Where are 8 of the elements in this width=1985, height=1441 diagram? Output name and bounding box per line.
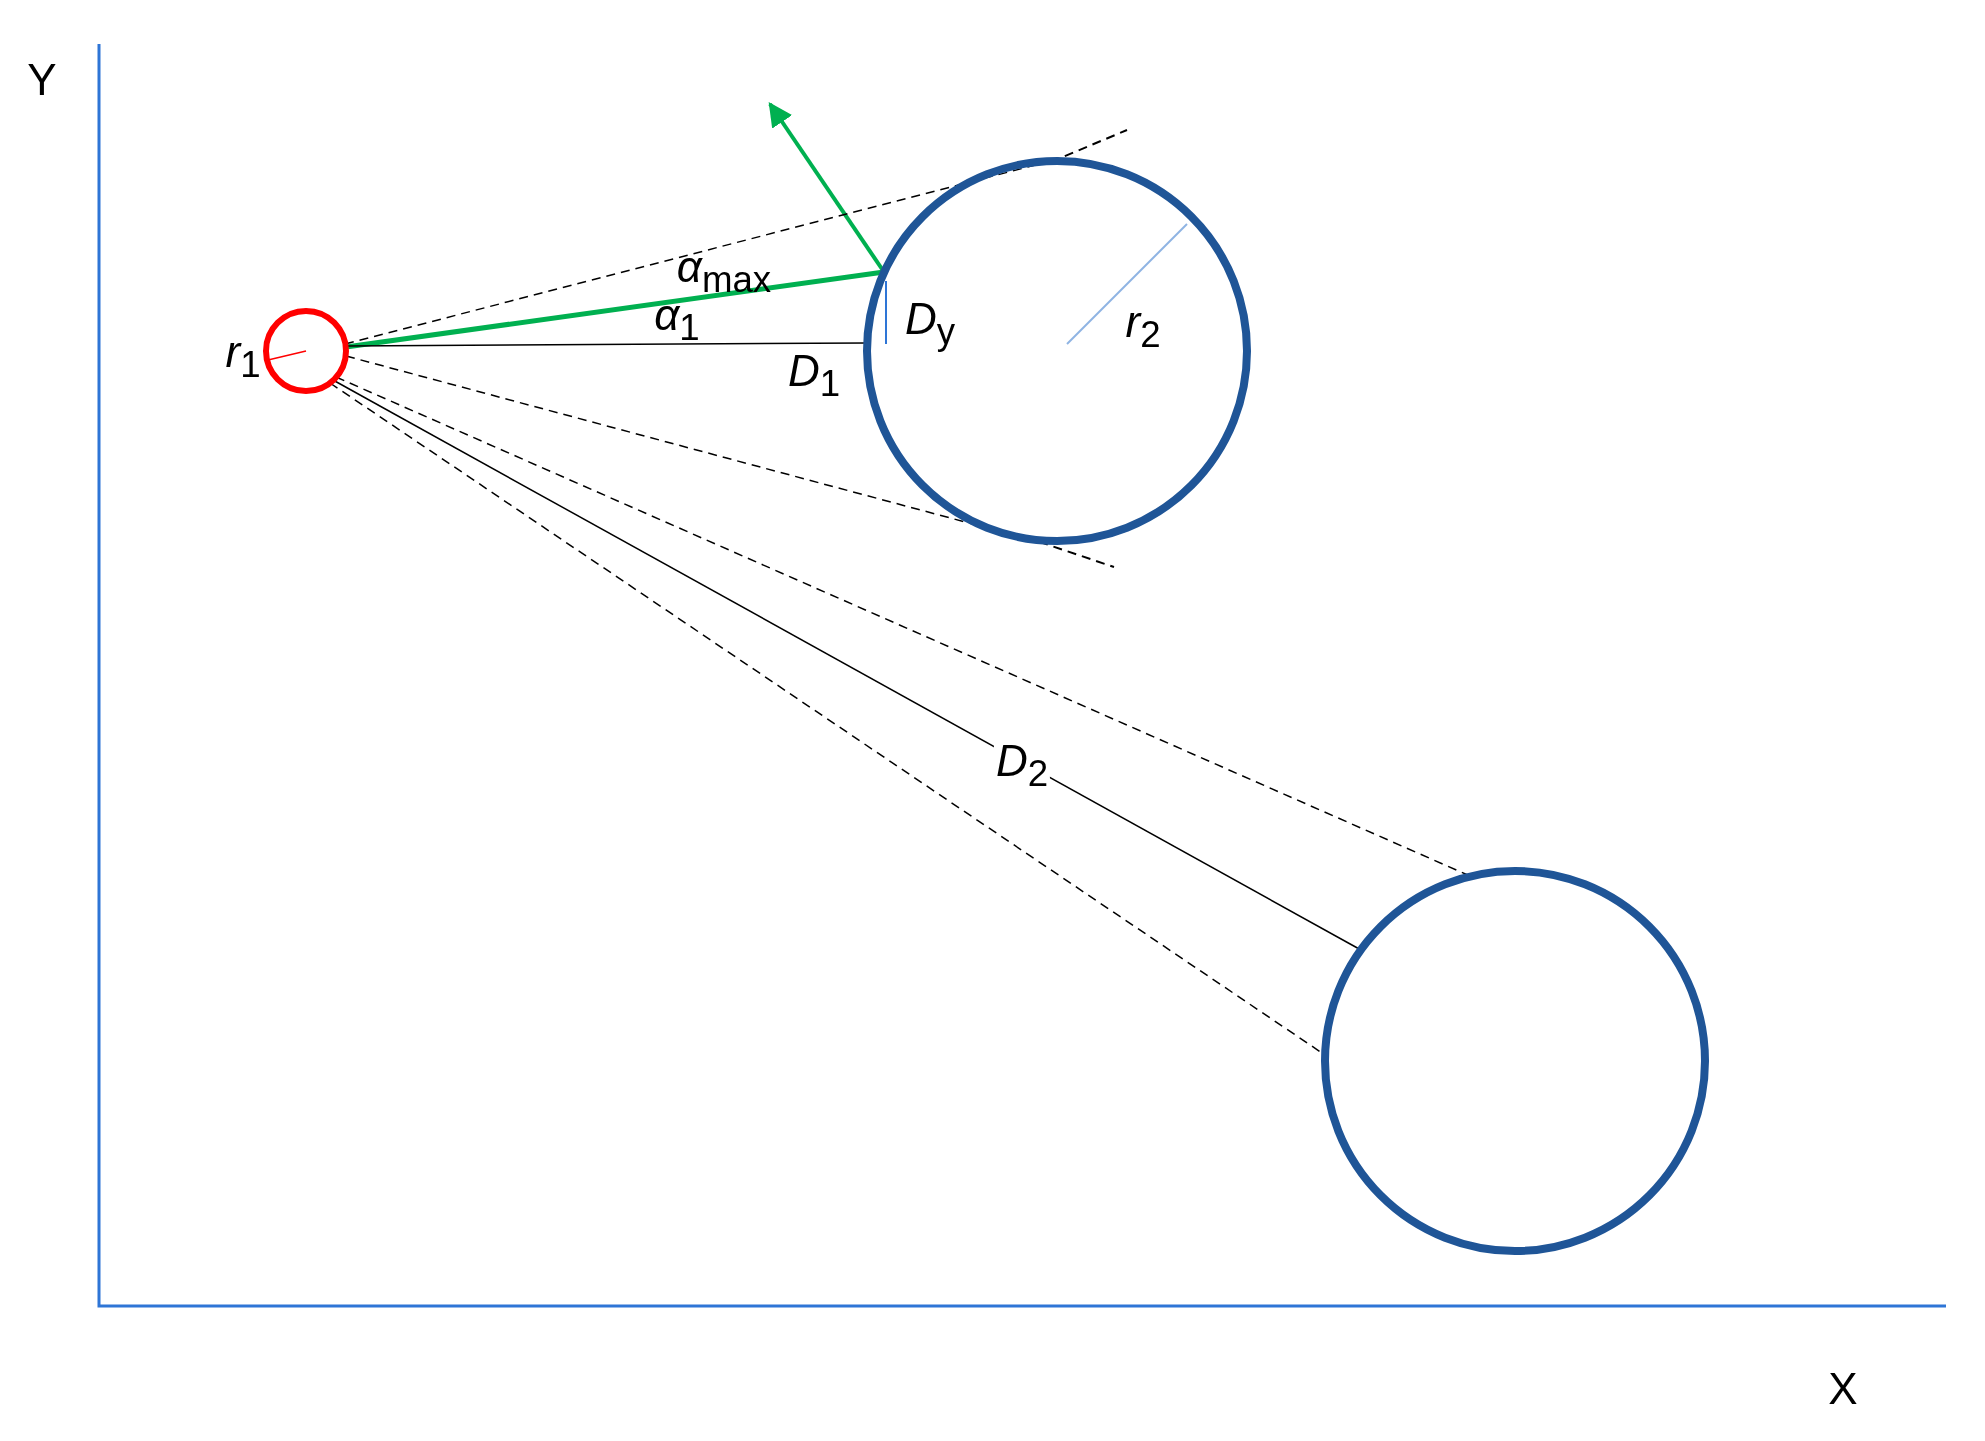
circle [863, 157, 1251, 545]
axis-label: Y [27, 58, 57, 102]
axis-label: X [1828, 1367, 1858, 1411]
radius-label: r$_{1}$ [225, 330, 261, 384]
distance-label: D$_{y}$ [904, 297, 956, 351]
circle [1321, 867, 1709, 1255]
circle [263, 308, 349, 394]
radius-label: r$_{2}$ [1125, 300, 1161, 354]
